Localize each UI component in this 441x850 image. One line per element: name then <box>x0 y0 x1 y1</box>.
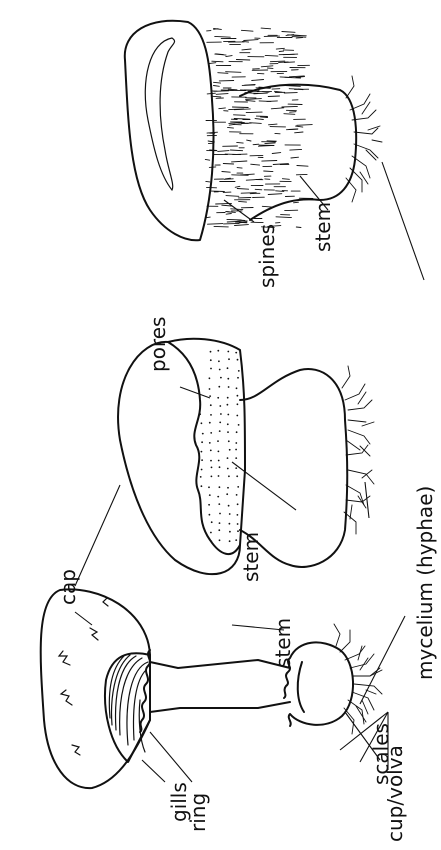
label-stem-3: stem <box>311 202 335 252</box>
label-mycelium: mycelium (hyphae) <box>413 486 437 680</box>
tooth-fungus <box>125 21 382 241</box>
labels: scales gills ring cup/volva cap stem ste… <box>56 202 437 842</box>
bolete-cap <box>118 339 245 574</box>
label-ring: ring <box>186 793 210 832</box>
label-stem-1: stem <box>239 532 263 582</box>
label-spines: spines <box>255 224 279 288</box>
label-cup-volva: cup/volva <box>383 745 407 842</box>
label-pores: pores <box>146 317 170 372</box>
gilled-cap <box>41 589 150 788</box>
pore-boundary <box>168 342 240 554</box>
label-stem-2: stem <box>271 618 295 668</box>
tooth-cap <box>125 21 214 241</box>
hyphae-3 <box>346 76 382 202</box>
gilled-mushroom <box>41 589 382 788</box>
pores <box>199 350 240 542</box>
cap-curl <box>145 38 174 190</box>
tooth-stem <box>240 85 356 220</box>
gilled-stem <box>150 660 290 712</box>
spines <box>205 28 313 228</box>
label-cap: cap <box>56 569 80 605</box>
